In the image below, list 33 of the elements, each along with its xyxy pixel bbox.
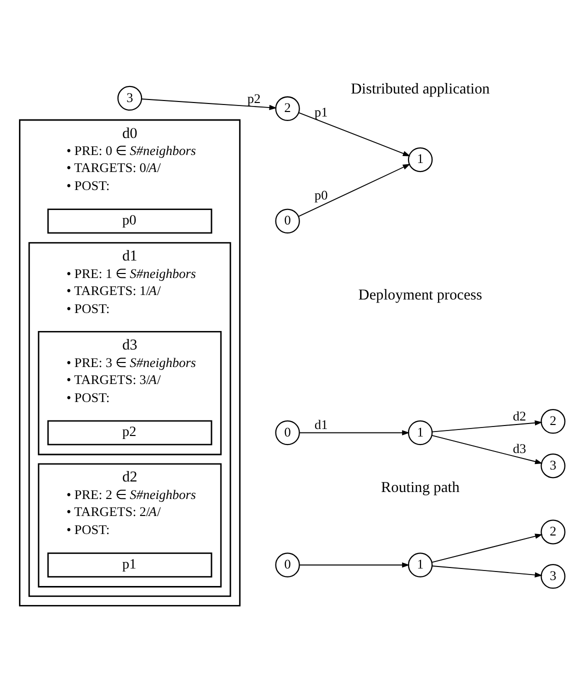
arrow [431, 434, 543, 464]
label: Deployment process [358, 287, 482, 304]
node-circle: 1 [408, 552, 433, 578]
arrow [141, 98, 277, 110]
node-box: p1 [47, 552, 212, 578]
node-circle: 3 [540, 564, 566, 589]
edge-label: p1 [314, 104, 328, 120]
arrow [431, 534, 543, 563]
node-circle: 0 [275, 552, 300, 578]
node-box: p2 [47, 420, 212, 446]
label: Routing path [381, 480, 460, 496]
node-circle: 2 [540, 520, 566, 544]
node-circle: 2 [275, 96, 300, 122]
node-circle: 2 [540, 409, 566, 434]
arrow [432, 566, 542, 578]
arrow [299, 430, 410, 436]
node-box: p0 [47, 208, 212, 234]
label: Distributed application [350, 81, 490, 98]
edge-label: p0 [314, 188, 328, 203]
edge-label: p2 [247, 91, 261, 106]
arrow [299, 562, 410, 568]
arrow [432, 420, 542, 432]
node-circle: 3 [117, 86, 142, 111]
node-circle: 0 [275, 420, 300, 446]
edge-label: d1 [314, 417, 328, 432]
node-circle: 0 [275, 208, 300, 234]
edge-label: d2 [512, 408, 526, 424]
arrow [298, 112, 410, 156]
node-circle: 1 [408, 147, 433, 172]
edge-label: d3 [512, 440, 526, 456]
node-circle: 3 [540, 453, 566, 478]
node-circle: 1 [408, 420, 433, 446]
arrow [298, 164, 410, 217]
